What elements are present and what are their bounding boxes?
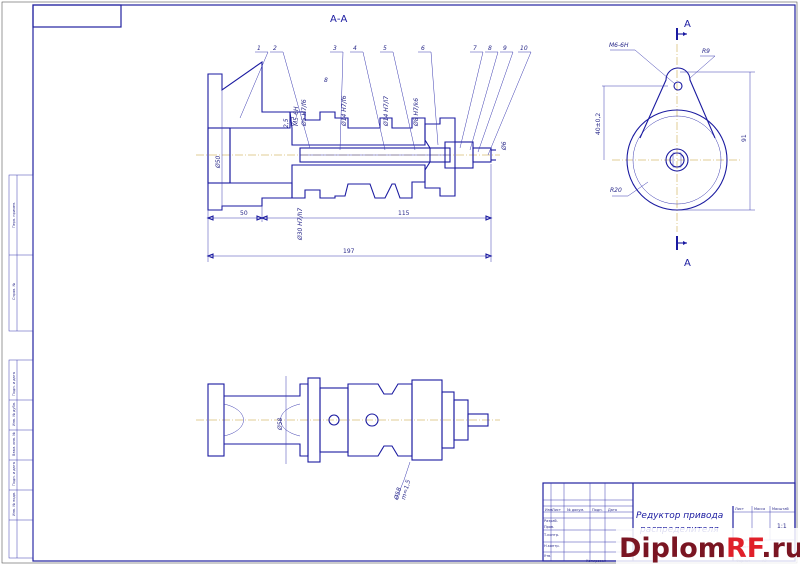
gear-dia: Ø58 bbox=[393, 487, 403, 502]
shaft-end bbox=[472, 147, 492, 163]
callout-3: 3 bbox=[333, 45, 337, 52]
side-outer-circle bbox=[626, 109, 728, 211]
housing-flange bbox=[207, 60, 293, 211]
dim-left: 50 bbox=[240, 210, 248, 217]
dim-right: 115 bbox=[398, 210, 410, 217]
fit-3: Ø8 H7/k6 bbox=[413, 98, 420, 127]
svg-text:DiplomRF.ru: DiplomRF.ru bbox=[619, 533, 800, 564]
lever-hole bbox=[673, 81, 683, 91]
lower-dia: Ø58 bbox=[277, 417, 284, 431]
side-r9: R9 bbox=[702, 48, 710, 55]
shaft-circle bbox=[665, 148, 689, 172]
side-view: А А 91 40±0,2 M6-6H R9 R20 bbox=[595, 19, 755, 269]
fit-2: Ø14 H7/l7 bbox=[383, 96, 390, 127]
callout-leaders bbox=[239, 51, 532, 156]
callout-1: 1 bbox=[257, 45, 261, 52]
lower-hole-2 bbox=[365, 413, 379, 427]
wall-b: 0,5 bbox=[289, 116, 296, 126]
tb-col-date: Дата bbox=[608, 508, 617, 512]
bore-dia: Ø50 bbox=[215, 155, 222, 169]
tb-mass-label: Масса bbox=[754, 507, 765, 511]
tb-scale-label: Масштаб bbox=[772, 507, 789, 511]
tb-col-list: Лист bbox=[552, 508, 561, 512]
lower-hole bbox=[328, 414, 340, 426]
tb-role-1: Разраб. bbox=[544, 519, 558, 523]
side-stamp-6: Подп. и дата bbox=[12, 462, 16, 486]
lower-shaft-end bbox=[467, 413, 489, 427]
watermark-part-2: RF bbox=[726, 533, 764, 564]
fit-1: Ø14 H7/f6 bbox=[341, 95, 348, 127]
callout-8: 8 bbox=[488, 45, 492, 52]
dim-small-b: 8 bbox=[324, 77, 328, 84]
tb-scale-value: 1:1 bbox=[777, 523, 787, 530]
side-lever bbox=[639, 67, 716, 139]
side-thread: M6-6H bbox=[609, 42, 629, 49]
housing-bore bbox=[207, 127, 231, 184]
tb-col-izm: Изм. bbox=[545, 508, 553, 512]
tb-col-doc: № докум. bbox=[567, 508, 584, 512]
fit-thread-1: M5-6H bbox=[293, 106, 300, 126]
hollow-shaft bbox=[289, 111, 426, 146]
side-stamp-column bbox=[8, 174, 34, 559]
main-section-view: А-А 1 bbox=[196, 14, 532, 262]
tb-sheet-label: Лист bbox=[735, 507, 744, 511]
hollow-shaft-lower bbox=[291, 164, 426, 199]
gear-block bbox=[424, 117, 456, 197]
watermark-logo: DiplomRF.ru bbox=[616, 528, 800, 564]
section-marker-bottom: А bbox=[676, 236, 691, 269]
shaft-key bbox=[672, 152, 682, 168]
section-marker-top: А bbox=[676, 19, 691, 40]
callout-5: 5 bbox=[383, 45, 387, 52]
tb-col-sign: Подп. bbox=[592, 508, 603, 512]
lower-flange bbox=[207, 383, 225, 457]
wall-a: 2,5 bbox=[283, 118, 290, 128]
tb-copied: Копировал bbox=[586, 559, 606, 563]
lower-view: Ø58 Ø58 m=1,5 bbox=[196, 376, 500, 501]
drawing-title-1: Редуктор привода bbox=[636, 511, 723, 521]
side-stamp-3: Подп. и дата bbox=[12, 372, 16, 396]
side-base: 40±0,2 bbox=[595, 113, 602, 135]
cut-label-bottom: А bbox=[684, 258, 691, 269]
section-label: А-А bbox=[330, 14, 347, 25]
watermark-part-3: .ru bbox=[761, 533, 800, 564]
fit-thread-2: Ø5 H7/f6 bbox=[301, 99, 308, 127]
side-height: 91 bbox=[741, 134, 748, 142]
tb-role-3: Т.контр. bbox=[543, 533, 559, 537]
side-stamp-7: Инв. № подл. bbox=[12, 492, 16, 516]
side-inner-circle bbox=[632, 115, 722, 205]
side-stamp-texts: Перв. примен. Справ. № Подп. и дата Инв.… bbox=[12, 202, 16, 516]
side-stamp-4: Инв. № дубл. bbox=[12, 402, 16, 426]
side-stamp-1: Перв. примен. bbox=[12, 202, 16, 228]
callout-10: 10 bbox=[520, 45, 528, 52]
callout-2: 2 bbox=[273, 45, 277, 52]
cut-label-top: А bbox=[684, 19, 691, 30]
side-r20: R20 bbox=[610, 187, 622, 194]
tb-role-2: Пров. bbox=[544, 525, 554, 529]
gear-mod: m=1,5 bbox=[400, 479, 412, 501]
tb-role-4: Н.контр. bbox=[544, 544, 560, 548]
tb-role-5: Утв. bbox=[544, 554, 551, 558]
callout-4: 4 bbox=[353, 45, 357, 52]
callout-7: 7 bbox=[473, 45, 477, 52]
callout-9: 9 bbox=[503, 45, 507, 52]
top-stamp-box bbox=[32, 4, 122, 28]
side-stamp-2: Справ. № bbox=[12, 283, 16, 300]
side-stamp-5: Взам. инв. № bbox=[12, 432, 16, 456]
callout-6: 6 bbox=[421, 45, 425, 52]
dim-total: 197 bbox=[343, 248, 355, 255]
dimension-lines bbox=[206, 164, 493, 262]
shaft-end-dia: Ø6 bbox=[501, 141, 508, 151]
watermark-part-1: Diplom bbox=[619, 533, 726, 564]
fit-main: Ø30 H7/h7 bbox=[297, 208, 304, 241]
